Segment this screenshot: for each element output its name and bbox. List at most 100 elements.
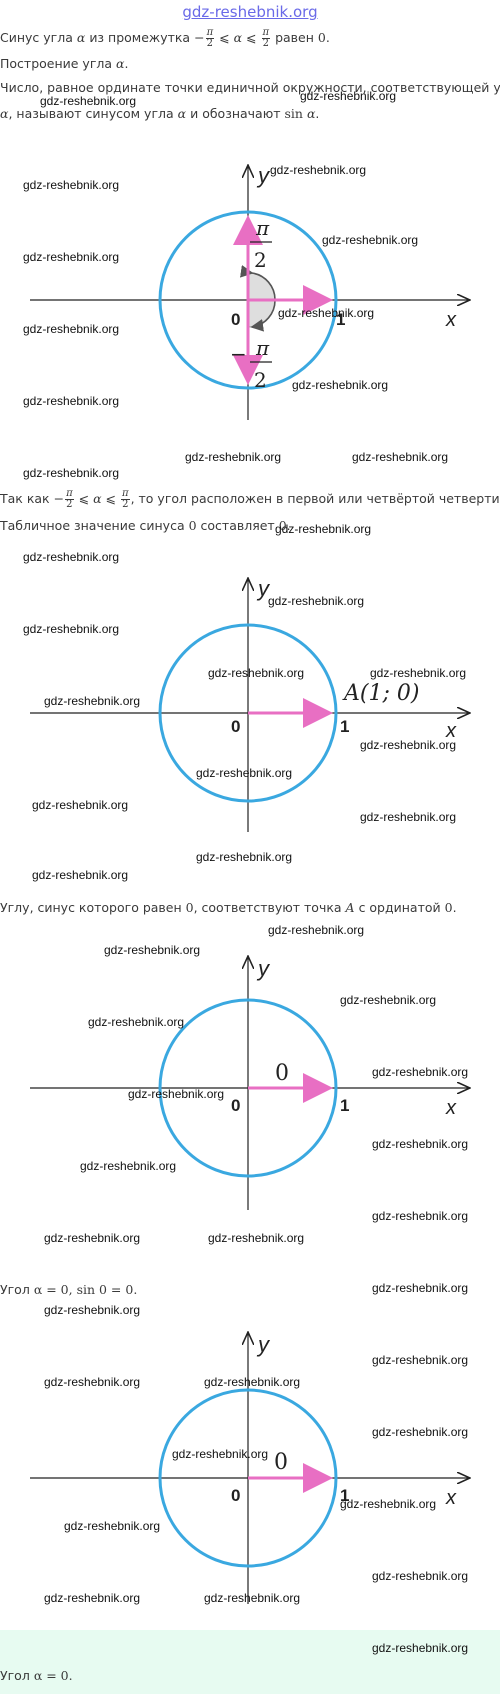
math-le: ⩽ <box>219 30 230 45</box>
origin-label: 0 <box>231 310 240 329</box>
math-alpha: α <box>76 30 86 45</box>
math-le: ⩽ <box>78 491 90 506</box>
watermark: gdz-reshebnik.org <box>372 1569 469 1583</box>
watermark: gdz-reshebnik.org <box>172 1447 269 1461</box>
watermark: gdz-reshebnik.org <box>44 1303 141 1317</box>
unit-circle <box>158 998 338 1178</box>
watermark: gdz-reshebnik.org <box>372 1281 469 1295</box>
watermark: gdz-reshebnik.org <box>360 810 457 824</box>
x-axis-label: x <box>445 309 457 331</box>
math-point-a: A <box>345 900 355 915</box>
math-alpha: α <box>233 30 243 45</box>
watermark: gdz-reshebnik.org <box>208 1231 305 1245</box>
math-zero: 0 <box>444 900 453 915</box>
text-fragment: составляет <box>200 518 275 533</box>
math-two: 2 <box>122 499 129 510</box>
y-axis-label: y <box>256 576 271 601</box>
text-line-2: Построение угла α. <box>0 56 500 72</box>
watermark: gdz-reshebnik.org <box>372 1065 469 1079</box>
unit-circle <box>158 623 338 803</box>
watermark: gdz-reshebnik.org <box>44 1231 141 1245</box>
watermark: gdz-reshebnik.org <box>372 1137 469 1151</box>
text-dot: . <box>325 30 330 45</box>
origin-label: 0 <box>231 1486 240 1505</box>
unit-label: 1 <box>340 1096 349 1115</box>
watermark: gdz-reshebnik.org <box>204 1375 301 1389</box>
watermark: gdz-reshebnik.org <box>23 622 120 636</box>
watermark: gdz-reshebnik.org <box>204 1591 301 1605</box>
watermark: gdz-reshebnik.org <box>128 1087 225 1101</box>
watermark: gdz-reshebnik.org <box>196 850 293 864</box>
text-fragment: равен <box>275 30 314 45</box>
watermark: gdz-reshebnik.org <box>44 1375 141 1389</box>
watermark: gdz-reshebnik.org <box>372 1641 469 1655</box>
unit-label: 1 <box>336 310 345 329</box>
unit-label: 1 <box>340 1486 349 1505</box>
math-minus: − <box>53 491 65 506</box>
math-two: 2 <box>66 499 73 510</box>
text-fragment: Табличное значение синуса <box>0 518 185 533</box>
watermark: gdz-reshebnik.org <box>372 1425 469 1439</box>
watermark: gdz-reshebnik.org <box>268 594 365 608</box>
text-line-3: Число, равное ординате точки единичной о… <box>0 80 500 96</box>
text-line-4: α, называют синусом угла α и обозначают … <box>0 106 500 122</box>
unit-circle-figure-2: y x 0 1 A(1; 0) <box>30 576 500 832</box>
unit-circle-figure-4: y x 0 1 0 <box>30 1326 500 1604</box>
text-dot: . <box>315 106 320 121</box>
watermark: gdz-reshebnik.org <box>23 250 120 264</box>
watermark: gdz-reshebnik.org <box>340 1497 437 1511</box>
watermark: gdz-reshebnik.org <box>32 868 129 882</box>
watermark: gdz-reshebnik.org <box>196 766 293 780</box>
math-pi: π <box>205 27 215 39</box>
text-fragment: с ординатой <box>358 900 441 915</box>
site-header-link[interactable]: gdz-reshebnik.org <box>182 3 318 21</box>
watermark: gdz-reshebnik.org <box>278 306 375 320</box>
math-alpha: α <box>0 106 9 121</box>
fraction-numerator: π <box>255 216 270 240</box>
x-axis-label: x <box>445 720 457 742</box>
x-axis-label: x <box>445 1097 457 1119</box>
text-fragment: , называют синусом угла <box>8 106 174 121</box>
watermark: gdz-reshebnik.org <box>372 1353 469 1367</box>
angle-zero-label: 0 <box>275 1061 289 1086</box>
math-two: 2 <box>262 38 269 49</box>
watermark: gdz-reshebnik.org <box>44 1591 141 1605</box>
watermark: gdz-reshebnik.org <box>370 666 467 680</box>
math-zero: 0 <box>278 518 287 533</box>
text-fragment: Так как <box>0 491 50 506</box>
math-minus: − <box>194 30 205 45</box>
unit-circle-figure-1: y x 0 1 π 2 − π 2 <box>30 163 500 420</box>
text-fragment: Построение угла <box>0 56 113 71</box>
text-line-6: Табличное значение синуса 0 составляет 0… <box>0 518 500 534</box>
watermark: gdz-reshebnik.org <box>104 943 201 957</box>
math-pi: π <box>65 488 74 500</box>
minus-sign: − <box>230 342 247 366</box>
watermark: gdz-reshebnik.org <box>32 798 129 812</box>
watermark: gdz-reshebnik.org <box>275 522 372 536</box>
unit-circle <box>158 1388 338 1568</box>
math-two: 2 <box>206 38 214 49</box>
x-axis-label: x <box>445 1487 457 1509</box>
origin-label: 0 <box>231 1096 240 1115</box>
watermark: gdz-reshebnik.org <box>268 923 365 937</box>
text-line-9: Угол α = 0. <box>0 1668 500 1684</box>
math-alpha: α <box>177 106 187 121</box>
math-le: ⩽ <box>105 491 117 506</box>
watermark: gdz-reshebnik.org <box>340 993 437 1007</box>
text-dot: . <box>452 900 457 915</box>
math-zero: 0 <box>188 518 197 533</box>
watermark: gdz-reshebnik.org <box>64 1519 161 1533</box>
watermark: gdz-reshebnik.org <box>372 1209 469 1223</box>
angle-arc-down <box>250 299 276 332</box>
watermark: gdz-reshebnik.org <box>23 466 120 480</box>
math-zero: 0 <box>185 900 194 915</box>
text-fragment: Углу, синус которого равен <box>0 900 182 915</box>
watermark: gdz-reshebnik.org <box>23 394 120 408</box>
math-alpha: α <box>306 106 316 121</box>
watermark: gdz-reshebnik.org <box>352 450 449 464</box>
